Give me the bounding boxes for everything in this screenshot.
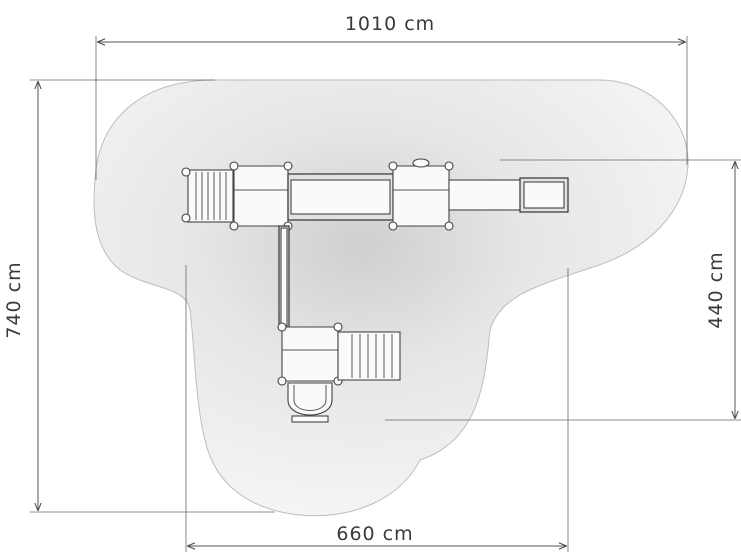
dimension-label-top: 1010 cm: [345, 13, 435, 35]
playground-structure: [181, 158, 569, 423]
arch-climber: [287, 382, 333, 423]
bottom-ladder: [337, 331, 401, 381]
left-ladder: [181, 167, 234, 223]
bottom-tower: [277, 322, 343, 386]
right-tower: [388, 158, 454, 231]
dimension-label-bottom: 660 cm: [336, 523, 413, 545]
tunnel: [278, 225, 290, 329]
safety-zone: [93, 79, 689, 517]
left-tower: [229, 161, 293, 231]
bridge: [287, 173, 394, 221]
slide: [448, 177, 569, 213]
dimension-label-right: 440 cm: [705, 251, 727, 328]
dimension-label-left: 740 cm: [3, 261, 25, 338]
